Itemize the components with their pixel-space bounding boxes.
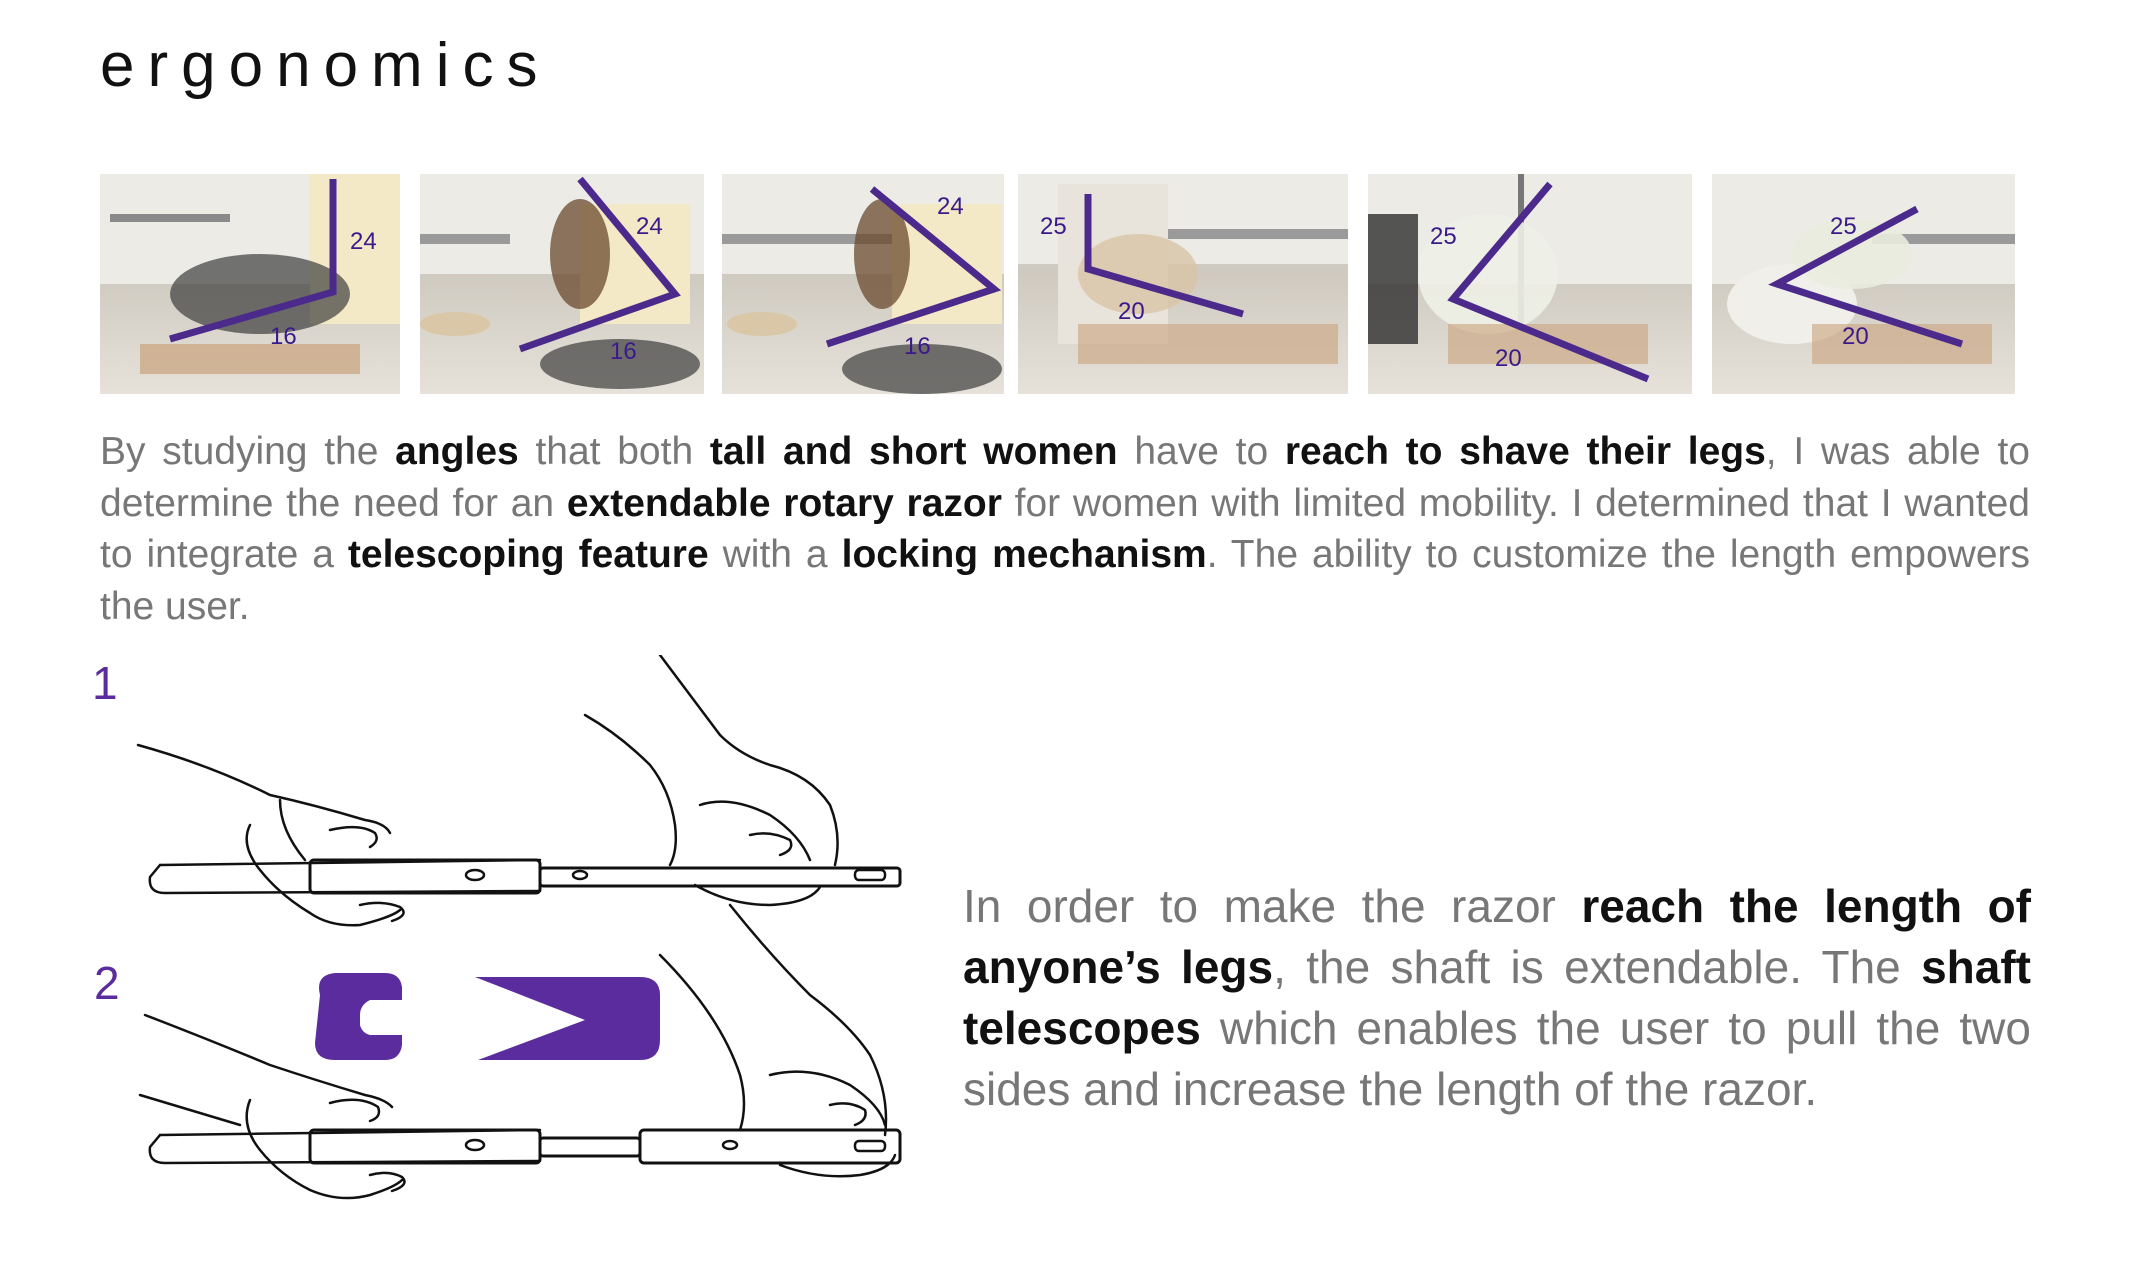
locking-mechanism-icon [315, 973, 660, 1060]
extended-shaft [148, 1128, 902, 1165]
body-text: have to [1117, 430, 1285, 473]
emphasis-text: locking mechanism [841, 533, 1207, 576]
right-hand-icon [658, 903, 897, 1178]
angle-label-lower: 16 [270, 323, 297, 350]
emphasis-text: extendable rotary razor [566, 481, 1002, 525]
angle-label-lower: 20 [1495, 345, 1522, 372]
body-text: for women with limited mobility. I deter… [100, 481, 2030, 577]
angle-photo-2: 24 16 [420, 174, 704, 394]
angle-label-upper: 25 [1830, 213, 1857, 240]
right-hand-icon [583, 653, 839, 907]
angle-photo-4: 25 20 [1018, 174, 1348, 394]
collapsed-shaft [148, 858, 902, 895]
body-text: , the shaft is extendable. The [1273, 941, 1922, 993]
body-text: By studying the [100, 430, 396, 473]
description-paragraph: In order to make the razor reach the len… [963, 876, 2031, 1120]
emphasis-text: shaft telescopes [963, 941, 2031, 1054]
emphasis-text: angles [395, 430, 519, 473]
telescoping-shaft-illustration [130, 653, 910, 1215]
body-text: , I was able to determine the need for a… [100, 430, 2030, 525]
body-text: that both [518, 430, 710, 473]
angle-label-upper: 24 [636, 213, 663, 240]
angle-label-lower: 20 [1842, 323, 1869, 350]
angle-label-upper: 25 [1430, 223, 1457, 250]
angle-label-upper: 24 [937, 193, 964, 220]
emphasis-text: reach to shave their legs [1284, 430, 1766, 473]
emphasis-text: telescoping feature [347, 533, 709, 576]
page-title: ergonomics [100, 31, 551, 100]
body-text: In order to make the razor [963, 880, 1582, 932]
angle-label-upper: 24 [350, 228, 377, 255]
body-text: . The ability to customize the length em… [100, 533, 2030, 628]
angle-label-lower: 16 [610, 338, 637, 365]
body-text: which enables the user to pull the two s… [963, 1002, 2031, 1115]
left-hand-icon [136, 743, 405, 927]
angle-photo-1: 24 16 [100, 174, 400, 394]
angle-photo-3: 24 16 [722, 174, 1004, 394]
left-hand-icon [138, 1013, 406, 1200]
angle-label-upper: 25 [1040, 213, 1067, 240]
emphasis-text: tall and short women [709, 430, 1118, 473]
intro-paragraph: By studying the angles that both tall an… [100, 426, 2030, 632]
angle-photo-6: 25 20 [1712, 174, 2015, 394]
angle-photo-strip: 24 16 24 16 24 16 [100, 174, 2015, 394]
angle-photo-5: 25 20 [1368, 174, 1692, 394]
body-text: with a [708, 533, 842, 576]
step-number-2: 2 [94, 957, 120, 1009]
angle-label-lower: 20 [1118, 298, 1145, 325]
step-number-1: 1 [92, 657, 118, 709]
angle-label-lower: 16 [904, 333, 931, 360]
emphasis-text: reach the length of anyone’s legs [963, 880, 2032, 993]
